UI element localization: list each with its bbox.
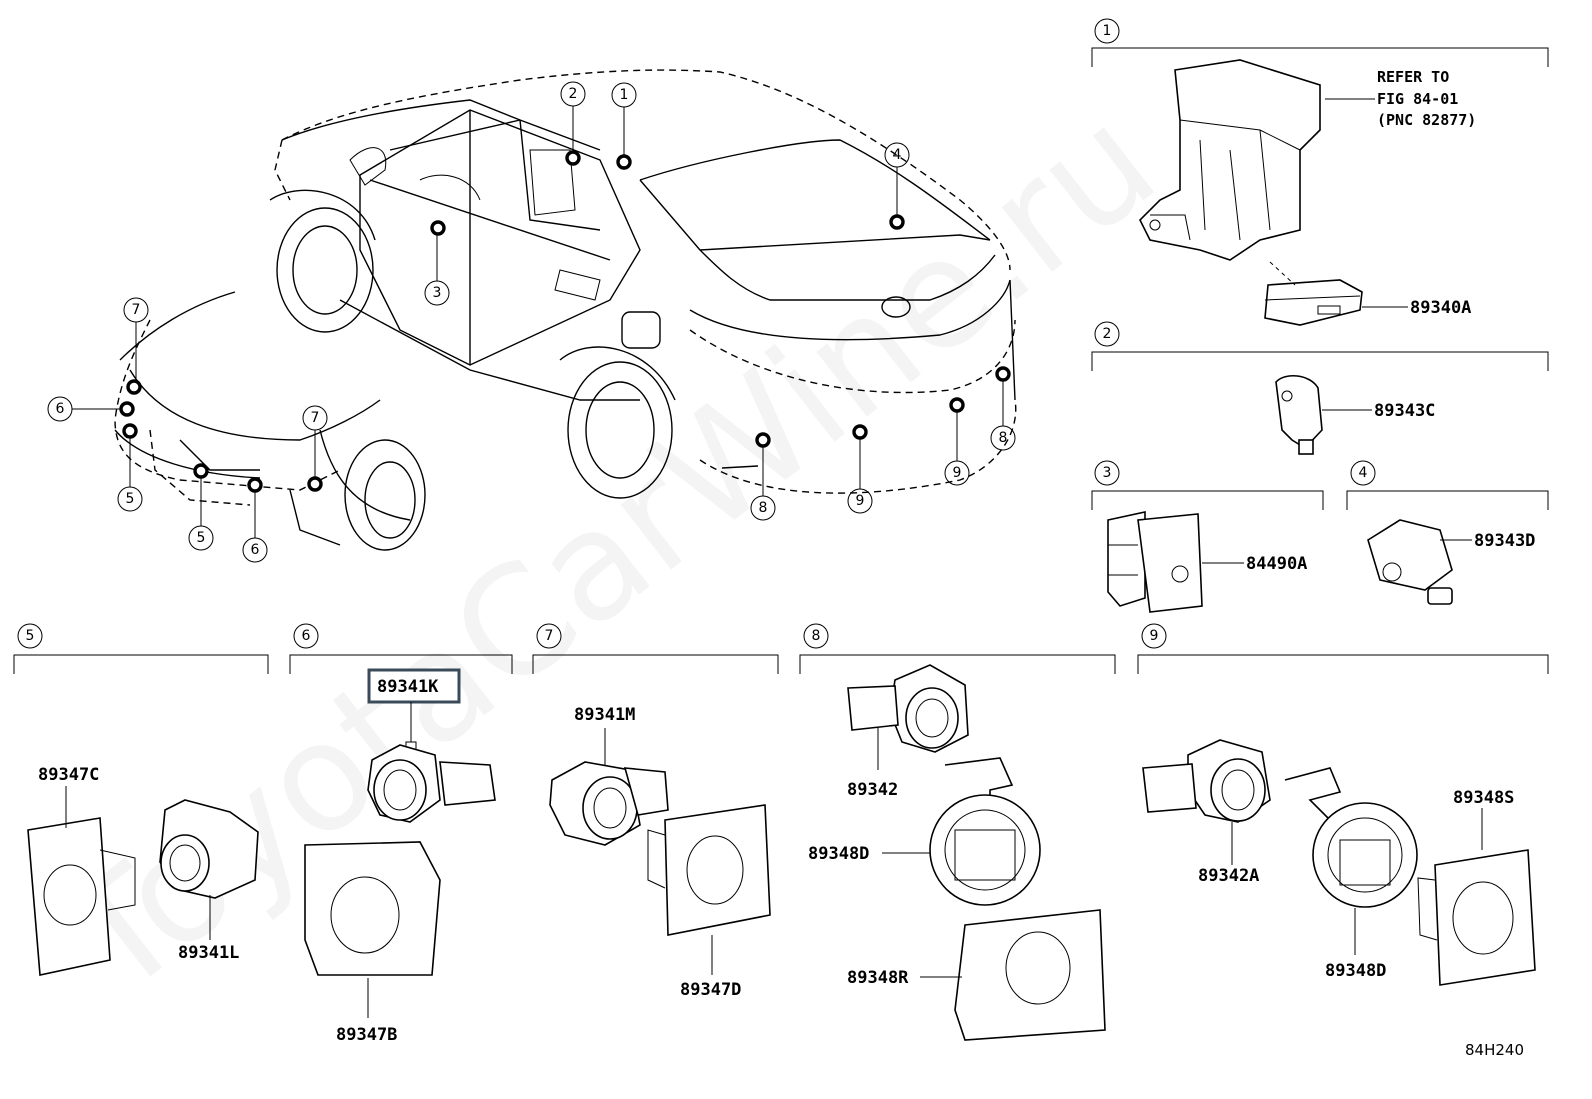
svg-text:5: 5 — [197, 530, 206, 546]
svg-text:6: 6 — [56, 401, 65, 417]
part-89341K[interactable]: 89341K — [377, 677, 439, 697]
svg-text:9: 9 — [856, 493, 865, 509]
svg-text:5: 5 — [26, 628, 35, 644]
svg-text:3: 3 — [1103, 465, 1112, 481]
svg-text:2: 2 — [1103, 326, 1112, 342]
part-89342A: 89342A — [1198, 866, 1259, 886]
part-89340A: 89340A — [1410, 298, 1471, 318]
part-89343C: 89343C — [1374, 401, 1435, 421]
part-89348S: 89348S — [1453, 788, 1514, 808]
svg-text:9: 9 — [1150, 628, 1159, 644]
svg-text:8: 8 — [759, 500, 768, 516]
svg-text:7: 7 — [311, 410, 320, 426]
section-2: 2 89343C — [1091, 321, 1549, 455]
svg-text:6: 6 — [302, 628, 311, 644]
part-89341L: 89341L — [178, 943, 239, 963]
section-4: 4 89343D — [1346, 460, 1549, 605]
svg-text:8: 8 — [999, 430, 1008, 446]
part-89343D: 89343D — [1474, 531, 1535, 551]
part-89341M: 89341M — [574, 705, 635, 725]
section-3: 3 84490A — [1091, 460, 1324, 613]
svg-text:6: 6 — [251, 542, 260, 558]
part-89342: 89342 — [847, 780, 898, 800]
svg-text:7: 7 — [132, 302, 141, 318]
highlight-box[interactable] — [367, 668, 461, 704]
section-9: 9 89342A 89348D 89348S — [1137, 623, 1549, 986]
diagram-code: 84H240 — [1465, 1041, 1524, 1059]
part-84490A: 84490A — [1246, 554, 1307, 574]
part-89347D: 89347D — [680, 980, 741, 1000]
section-5: 5 89347C 89341L — [13, 623, 269, 976]
svg-text:5: 5 — [126, 491, 135, 507]
svg-text:FIG 84-01: FIG 84-01 — [1377, 90, 1458, 108]
part-89348D-b: 89348D — [1325, 961, 1386, 981]
part-89347C: 89347C — [38, 765, 99, 785]
svg-text:8: 8 — [812, 628, 821, 644]
car-callouts: 1 2 3 4 8 9 9 8 7 6 5 5 6 7 — [47, 81, 1016, 563]
section-7: 7 89341M 89347D — [532, 623, 779, 1000]
section-8: 8 89342 89348D 89348R — [799, 623, 1116, 1041]
part-89348R: 89348R — [847, 968, 909, 988]
svg-text:1: 1 — [620, 87, 629, 103]
part-89347B: 89347B — [336, 1025, 397, 1045]
svg-text:7: 7 — [545, 628, 554, 644]
front-bumper-illustration — [114, 291, 426, 551]
part-89348D-a: 89348D — [808, 844, 869, 864]
svg-text:2: 2 — [569, 86, 578, 102]
section-6: 6 89341K 89347B — [289, 623, 513, 1045]
svg-text:9: 9 — [953, 465, 962, 481]
svg-text:4: 4 — [1359, 465, 1368, 481]
section-1: 1 REFER TO FIG 84-01 (PNC 82877) 89340A — [1091, 18, 1549, 326]
svg-text:3: 3 — [433, 285, 442, 301]
svg-text:(PNC 82877): (PNC 82877) — [1377, 111, 1476, 129]
svg-text:4: 4 — [893, 147, 902, 163]
svg-text:1: 1 — [1103, 23, 1112, 39]
car-illustration — [269, 69, 1017, 499]
svg-text:REFER TO: REFER TO — [1377, 68, 1449, 86]
